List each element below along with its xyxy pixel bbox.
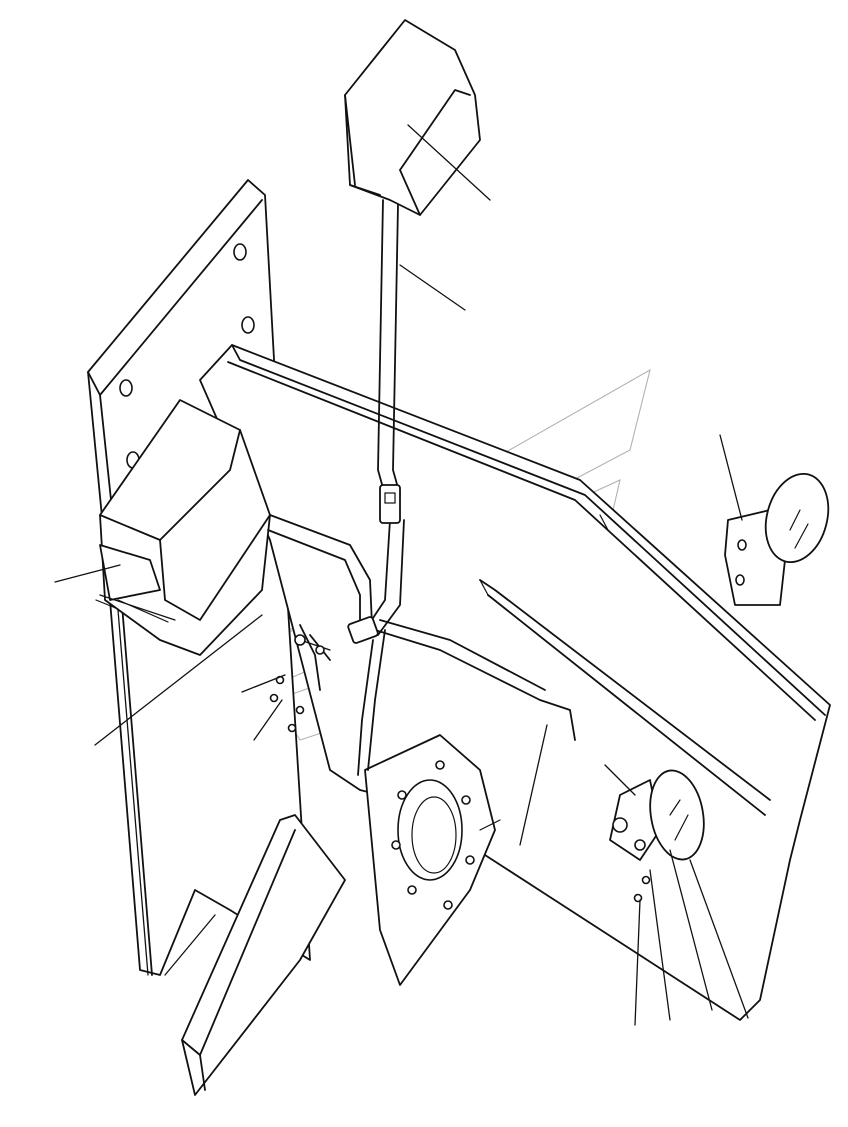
leader-line: [253, 699, 283, 741]
lamp-mount-hole: [737, 539, 747, 551]
lamp-mount-hole: [735, 574, 745, 586]
leader-line: [689, 859, 749, 1019]
hub-bolt-hole: [407, 885, 417, 895]
hub-bolt-hole: [461, 795, 471, 805]
leader-line: [669, 849, 713, 1011]
bracket-hole: [241, 316, 255, 334]
leader-line: [519, 724, 548, 846]
hub-bolt-hole: [391, 840, 401, 850]
leader-line: [649, 869, 671, 1021]
leader-line: [241, 674, 286, 693]
callout-leaders: [54, 124, 749, 1026]
leader-line: [54, 564, 121, 583]
hub-bolt-hole: [465, 855, 475, 865]
leader-line: [719, 434, 743, 521]
leader-line: [634, 899, 641, 1026]
leader-line: [117, 609, 149, 976]
mudguard-bracket: [181, 814, 346, 1096]
hub-bolt-hole: [435, 760, 445, 770]
wiring-harness: [267, 199, 546, 776]
headlamp-lens: [764, 472, 830, 564]
leader-line: [94, 614, 263, 746]
bracket-hole: [233, 243, 247, 261]
bracket-hole: [119, 379, 133, 397]
leader-line: [604, 764, 636, 796]
top-connector-block: [344, 19, 481, 216]
harness-connector: [294, 616, 379, 655]
harness-connector: [379, 484, 401, 524]
hub-bolt-hole: [397, 790, 407, 800]
headlamp-lens: [649, 769, 705, 861]
leader-line: [407, 124, 491, 201]
hub-flange: [364, 734, 501, 986]
headlamp-right: [724, 472, 830, 606]
headlamp-lower: [609, 769, 705, 861]
leader-line: [164, 914, 216, 976]
hub-bolt-hole: [443, 900, 453, 910]
leader-line: [399, 264, 466, 311]
hub-bore: [397, 779, 463, 881]
junction-box: [99, 399, 271, 656]
